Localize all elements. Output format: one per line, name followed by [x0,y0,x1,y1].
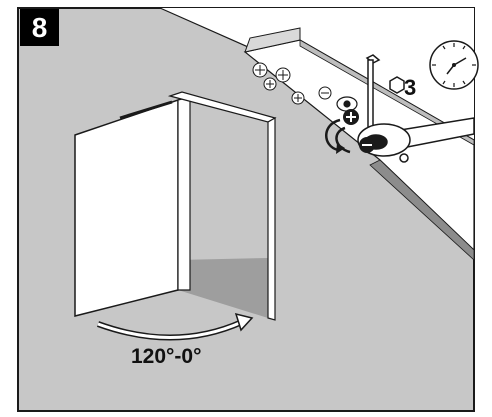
rotation-arrow-icon [325,118,351,154]
ceiling-area [160,8,474,200]
closer-arm [119,100,173,120]
closer-top-rail [299,39,475,146]
hex-key-size-label: 3 [404,75,417,100]
minus-sign-icon [359,137,375,153]
hexagon-size-icon [389,76,405,94]
frame-hinge-jamb [177,96,191,291]
rotation-arrow-head [336,143,345,154]
closer-bottom-rail [369,159,475,261]
step-number-badge: 8 [20,9,59,46]
adjustment-valve [336,96,358,112]
frame-strike-jamb [267,116,276,321]
floor-shadow [178,258,268,318]
door-assembly [74,91,277,321]
door-panel [74,98,179,317]
clock-icon [429,40,479,90]
swing-angle-label: 120°-0° [131,345,202,368]
closer-screws [252,62,332,105]
plus-sign-icon [343,109,359,125]
swing-arc-arrow-icon [96,312,254,341]
closer-cap [244,27,301,53]
